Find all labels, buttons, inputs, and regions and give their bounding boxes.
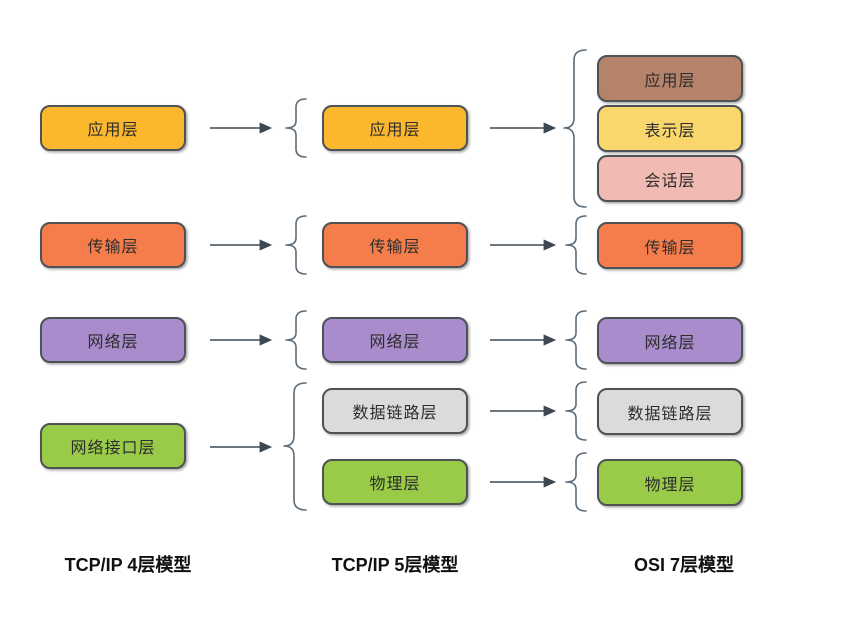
brace-osi-upper-group-icon <box>563 49 587 208</box>
tcpip5-network-layer-box: 网络层 <box>322 317 468 363</box>
layer-label: 网络层 <box>87 334 139 351</box>
brace-tcpip5-application-icon <box>285 98 307 158</box>
layer-label: 网络层 <box>644 334 696 352</box>
osi-physical-layer-box: 物理层 <box>597 459 743 506</box>
layer-label: 物理层 <box>369 476 421 493</box>
tcpip5-physical-layer-box: 物理层 <box>322 459 468 505</box>
layer-label: 物理层 <box>644 476 696 494</box>
layer-label: 数据链路层 <box>627 405 713 423</box>
tcpip4-network-interface-layer-box: 网络接口层 <box>40 423 186 469</box>
osi-data-link-layer-box: 数据链路层 <box>597 388 743 435</box>
tcpip4-model-caption: TCP/IP 4层模型 <box>64 555 192 575</box>
layer-label: 网络接口层 <box>70 440 156 457</box>
osi-application-layer-box: 应用层 <box>597 55 743 102</box>
osi-network-layer-box: 网络层 <box>597 317 743 364</box>
brace-osi-transport-icon <box>565 215 587 275</box>
tcpip4-application-layer-box: 应用层 <box>40 105 186 151</box>
layer-label: 应用层 <box>369 122 421 139</box>
tcpip5-transport-layer-box: 传输层 <box>322 222 468 268</box>
tcpip5-application-layer-box: 应用层 <box>322 105 468 151</box>
tcpip5-data-link-layer-box: 数据链路层 <box>322 388 468 434</box>
brace-tcpip5-datalink-physical-group-icon <box>283 382 307 511</box>
osi-presentation-layer-box: 表示层 <box>597 105 743 152</box>
tcpip5-model-caption: TCP/IP 5层模型 <box>331 555 459 575</box>
layer-label: 应用层 <box>644 72 696 90</box>
osi-session-layer-box: 会话层 <box>597 155 743 202</box>
brace-tcpip5-network-icon <box>285 310 307 370</box>
brace-osi-physical-icon <box>565 452 587 512</box>
layer-label: 数据链路层 <box>352 405 438 422</box>
layer-label: 传输层 <box>87 239 139 256</box>
layer-label: 传输层 <box>644 239 696 257</box>
layer-label: 会话层 <box>644 172 696 190</box>
layer-label: 表示层 <box>644 122 696 140</box>
layer-label: 传输层 <box>369 239 421 256</box>
osi7-model-caption: OSI 7层模型 <box>633 555 735 575</box>
brace-osi-network-icon <box>565 310 587 370</box>
brace-osi-data-link-icon <box>565 381 587 441</box>
brace-tcpip5-transport-icon <box>285 215 307 275</box>
layer-label: 应用层 <box>87 122 139 139</box>
tcpip4-network-layer-box: 网络层 <box>40 317 186 363</box>
layer-label: 网络层 <box>369 334 421 351</box>
tcpip4-transport-layer-box: 传输层 <box>40 222 186 268</box>
osi-transport-layer-box: 传输层 <box>597 222 743 269</box>
